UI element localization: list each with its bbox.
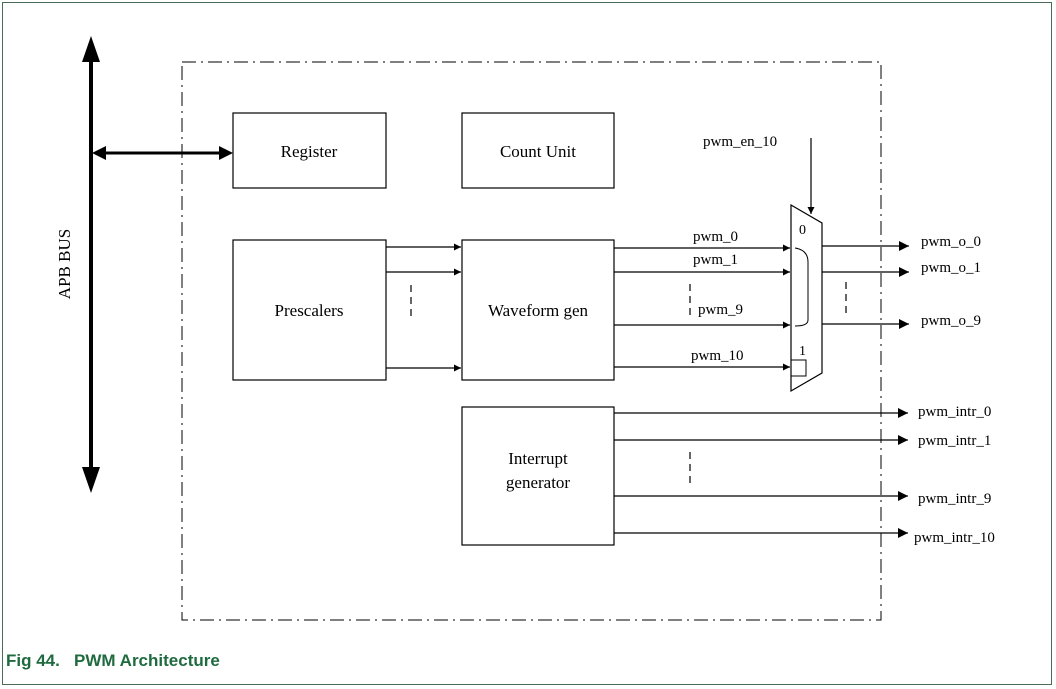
prescaler-to-waveform-arrows [386,243,461,372]
waveform-gen-label: Waveform gen [488,301,589,320]
pwm-en-10-label: pwm_en_10 [703,134,777,150]
pwm-intr-1-label: pwm_intr_1 [918,433,991,449]
apb-bus: APB BUS [55,36,100,493]
pwm-0-label: pwm_0 [693,229,738,245]
waveform-to-mux-arrows [614,244,790,371]
mux: 0 1 [790,203,823,393]
pwm-1-label: pwm_1 [693,252,738,268]
count-unit-label: Count Unit [500,142,576,161]
pwm-10-label: pwm_10 [691,348,744,364]
prescalers-label: Prescalers [275,301,344,320]
figure-title: PWM Architecture [74,651,220,670]
figure-number: Fig 44. [6,651,60,670]
interrupt-label-line1: Interrupt [508,449,568,468]
waveform-gen-block: Waveform gen [461,239,615,381]
mux-output-arrows [822,241,909,329]
pwm-o-0-label: pwm_o_0 [921,234,981,250]
pwm-9-label: pwm_9 [698,302,743,318]
mux-input-0-label: 0 [799,223,806,238]
pwm-intr-0-label: pwm_intr_0 [918,404,991,420]
interrupt-generator-block: Interrupt generator [461,406,615,546]
figure-caption: Fig 44. PWM Architecture [6,651,220,671]
interrupt-output-arrows [614,408,908,538]
mux-input-1-label: 1 [799,344,806,359]
bus-register-connection [92,146,233,160]
pwm-o-1-label: pwm_o_1 [921,260,981,276]
pwm-module-boundary [181,61,882,621]
count-unit-block: Count Unit [461,112,615,189]
register-label: Register [281,142,338,161]
apb-bus-label: APB BUS [55,229,74,299]
register-block: Register [232,112,387,189]
pwm-intr-10-label: pwm_intr_10 [914,530,995,546]
pwm-intr-9-label: pwm_intr_9 [918,491,991,507]
pwm-o-9-label: pwm_o_9 [921,313,981,329]
prescalers-block: Prescalers [232,239,387,381]
pwm-en-10-select: pwm_en_10 [703,134,815,214]
interrupt-label-line2: generator [506,473,571,492]
